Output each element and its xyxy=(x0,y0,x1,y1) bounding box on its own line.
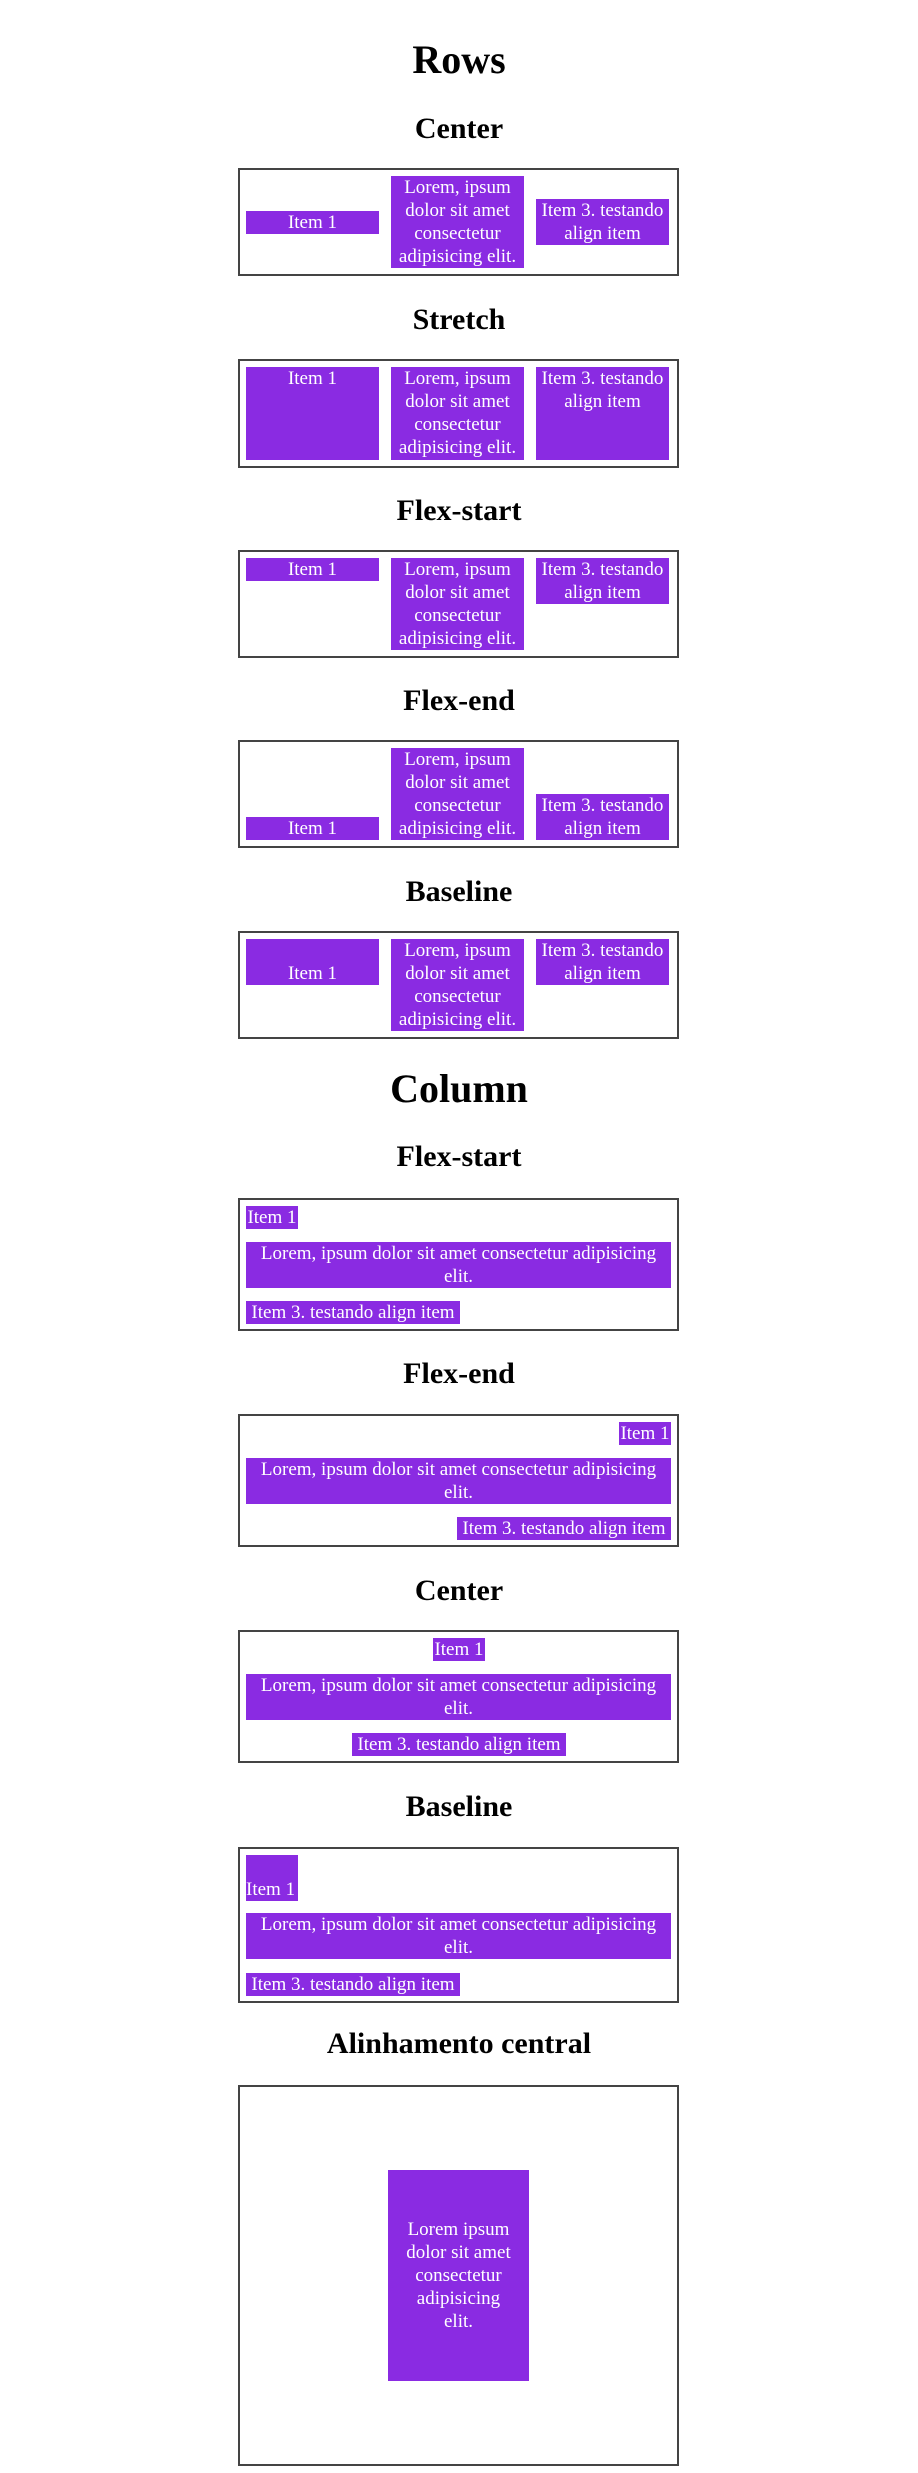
rows-baseline-item-1-label: Item 1 xyxy=(287,963,338,984)
alinhamento-central-text: Lorem ipsum dolor sit amet consectetur a… xyxy=(406,2219,511,2332)
column-flex-start-item-1: Item 1 xyxy=(246,1206,298,1229)
column-flex-start-item-2: Lorem, ipsum dolor sit amet consectetur … xyxy=(246,1242,671,1288)
column-flex-end-item-3: Item 3. testando align item xyxy=(457,1517,671,1540)
column-baseline-container: Item 1 Lorem, ipsum dolor sit amet conse… xyxy=(238,1847,679,2003)
rows-center-item-3: Item 3. testando align item xyxy=(536,199,669,245)
column-center-heading: Center xyxy=(414,1574,504,1607)
column-baseline-item-1-label: Item 1 xyxy=(246,1879,296,1900)
rows-flex-start-container: Item 1 Lorem, ipsum dolor sit amet conse… xyxy=(238,550,679,658)
alinhamento-central-heading: Alinhamento central xyxy=(326,2027,592,2060)
rows-center-item-1: Item 1 xyxy=(246,211,379,234)
column-flex-start-container: Item 1 Lorem, ipsum dolor sit amet conse… xyxy=(238,1198,679,1331)
rows-baseline-container: Item 1 Lorem, ipsum dolor sit amet conse… xyxy=(238,931,679,1039)
rows-stretch-item-1: Item 1 xyxy=(246,367,379,460)
column-flex-end-item-2: Lorem, ipsum dolor sit amet consectetur … xyxy=(246,1458,671,1504)
rows-flex-end-item-3: Item 3. testando align item xyxy=(536,794,669,840)
column-flex-start-heading: Flex-start xyxy=(396,1140,522,1173)
column-baseline-item-2: Lorem, ipsum dolor sit amet consectetur … xyxy=(246,1913,671,1959)
column-flex-end-heading: Flex-end xyxy=(403,1357,515,1390)
alinhamento-central-container: Lorem ipsum dolor sit amet consectetur a… xyxy=(238,2085,679,2466)
rows-flex-end-heading: Flex-end xyxy=(403,684,515,717)
column-flex-start-item-3: Item 3. testando align item xyxy=(246,1301,460,1324)
rows-center-item-2: Lorem, ipsum dolor sit amet consectetur … xyxy=(391,176,524,268)
rows-baseline-item-2: Lorem, ipsum dolor sit amet consectetur … xyxy=(391,939,524,1031)
rows-baseline-item-3: Item 3. testando align item xyxy=(536,939,669,985)
rows-center-heading: Center xyxy=(414,112,504,145)
rows-stretch-item-2: Lorem, ipsum dolor sit amet consectetur … xyxy=(391,367,524,460)
column-center-container: Item 1 Lorem, ipsum dolor sit amet conse… xyxy=(238,1630,679,1763)
column-flex-end-item-1: Item 1 xyxy=(619,1422,671,1445)
alinhamento-central-item: Lorem ipsum dolor sit amet consectetur a… xyxy=(388,2170,529,2381)
column-flex-end-container: Item 1 Lorem, ipsum dolor sit amet conse… xyxy=(238,1414,679,1547)
rows-flex-end-item-2: Lorem, ipsum dolor sit amet consectetur … xyxy=(391,748,524,840)
column-center-item-2: Lorem, ipsum dolor sit amet consectetur … xyxy=(246,1674,671,1720)
rows-flex-start-item-1: Item 1 xyxy=(246,558,379,581)
rows-flex-end-container: Item 1 Lorem, ipsum dolor sit amet conse… xyxy=(238,740,679,848)
rows-flex-start-item-3: Item 3. testando align item xyxy=(536,558,669,604)
column-baseline-item-1: Item 1 xyxy=(246,1855,298,1901)
column-baseline-heading: Baseline xyxy=(405,1790,513,1823)
rows-stretch-item-3: Item 3. testando align item xyxy=(536,367,669,460)
rows-center-container: Item 1 Lorem, ipsum dolor sit amet conse… xyxy=(238,168,679,276)
rows-baseline-heading: Baseline xyxy=(405,875,513,908)
rows-stretch-container: Item 1 Lorem, ipsum dolor sit amet conse… xyxy=(238,359,679,468)
rows-stretch-heading: Stretch xyxy=(412,303,506,336)
rows-flex-end-item-1: Item 1 xyxy=(246,817,379,840)
column-center-item-3: Item 3. testando align item xyxy=(352,1733,566,1756)
column-center-item-1: Item 1 xyxy=(433,1638,485,1661)
rows-baseline-item-1: Item 1 xyxy=(246,939,379,985)
column-baseline-item-3: Item 3. testando align item xyxy=(246,1973,460,1996)
rows-flex-start-heading: Flex-start xyxy=(396,494,522,527)
column-heading: Column xyxy=(390,1066,528,1111)
rows-heading: Rows xyxy=(412,37,506,82)
rows-flex-start-item-2: Lorem, ipsum dolor sit amet consectetur … xyxy=(391,558,524,650)
